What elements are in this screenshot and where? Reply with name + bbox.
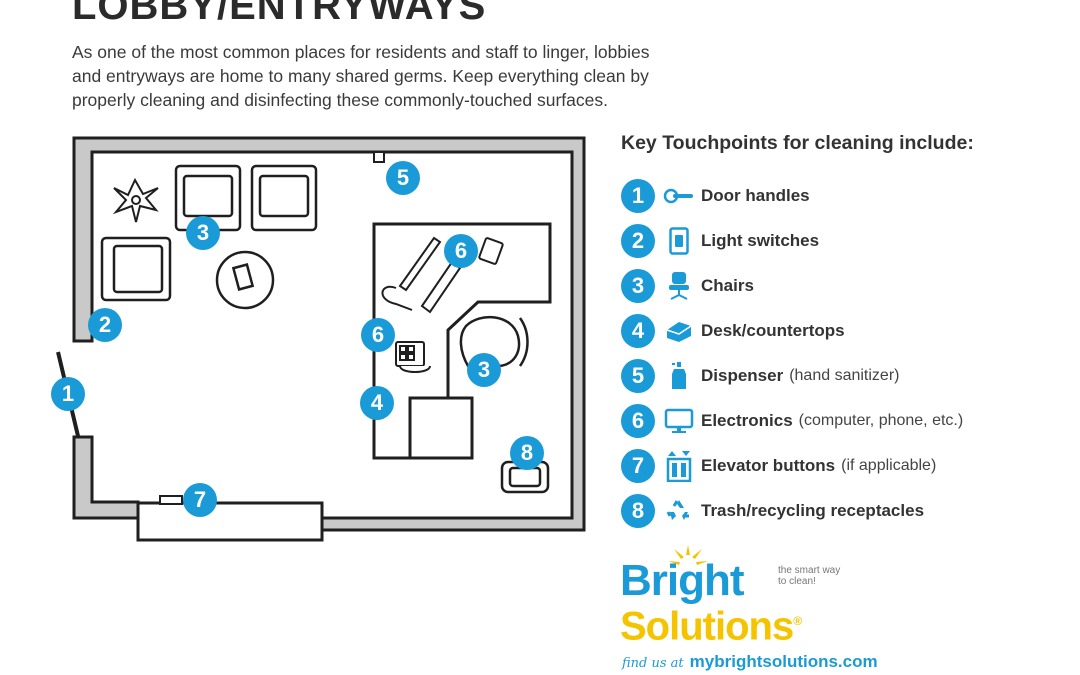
- trash-bin-icon: [500, 460, 550, 494]
- dispenser-icon: [663, 360, 695, 392]
- intro-line: properly cleaning and disinfecting these…: [72, 90, 608, 110]
- key-label: Dispenser: [701, 365, 784, 385]
- countertop-icon: [663, 315, 695, 347]
- plan-marker-electronics: 6: [444, 234, 478, 268]
- floor-plan-diagram: [56, 136, 586, 542]
- elevator-button-plate: [159, 495, 183, 505]
- footer-website[interactable]: find us at mybrightsolutions.com: [622, 652, 878, 672]
- plant-icon: [112, 177, 159, 223]
- light-switch-icon: [663, 225, 695, 257]
- side-table-icon: [215, 250, 275, 310]
- desk-phone-icon: [395, 341, 431, 373]
- website-url[interactable]: mybrightsolutions.com: [689, 652, 878, 671]
- plan-marker-dispenser: 5: [386, 161, 420, 195]
- elevator-panel: [136, 501, 324, 542]
- key-item-elevator-buttons: 7 Elevator buttons (if applicable): [621, 443, 1061, 488]
- key-heading: Key Touchpoints for cleaning include:: [621, 132, 974, 154]
- elevator-icon: [663, 450, 695, 482]
- key-number: 2: [621, 223, 655, 258]
- key-item-desk-countertops: 4 Desk/countertops: [621, 308, 1061, 353]
- armchair-icon: [250, 164, 318, 232]
- key-number: 5: [621, 358, 655, 393]
- key-number: 7: [621, 448, 655, 483]
- monitor-icon: [663, 405, 695, 437]
- logo-word-solutions-text: Solutions: [620, 604, 794, 649]
- intro-line: and entryways are home to many shared ge…: [72, 66, 649, 86]
- key-item-chairs: 3 Chairs: [621, 263, 1061, 308]
- logo-word-solutions: Solutions®: [620, 601, 802, 649]
- key-label: Trash/recycling receptacles: [701, 500, 925, 520]
- key-label: Desk/countertops: [701, 320, 845, 340]
- bright-solutions-logo: Bright Solutions® the smart way to clean…: [620, 545, 920, 649]
- computer-monitor-icon: [381, 236, 504, 314]
- key-number: 1: [621, 178, 655, 213]
- logo-word-bright: Bright: [620, 556, 745, 605]
- logo-tagline: the smart way to clean!: [778, 565, 841, 587]
- intro-paragraph: As one of the most common places for res…: [72, 40, 712, 112]
- page-title: LOBBY/ENTRYWAYS: [72, 0, 487, 28]
- key-number: 4: [621, 313, 655, 348]
- key-item-light-switches: 2 Light switches: [621, 218, 1061, 263]
- key-item-trash-recycling: 8 Trash/recycling receptacles: [621, 488, 1061, 533]
- recycling-icon: [663, 495, 695, 527]
- reception-desk: [372, 222, 552, 460]
- key-label: Electronics: [701, 410, 793, 430]
- key-note: (hand sanitizer): [789, 366, 900, 384]
- plan-marker-trash: 8: [510, 436, 544, 470]
- key-label: Elevator buttons: [701, 455, 836, 475]
- key-number: 6: [621, 403, 655, 438]
- plan-marker-door-handle: 1: [51, 377, 85, 411]
- plan-marker-desk: 4: [360, 386, 394, 420]
- key-note: (if applicable): [841, 456, 937, 474]
- chair-icon: [663, 270, 695, 302]
- plan-marker-electronics: 6: [361, 318, 395, 352]
- key-number: 3: [621, 268, 655, 303]
- find-us-text: find us at: [622, 656, 684, 671]
- key-item-electronics: 6 Electronics (computer, phone, etc.): [621, 398, 1061, 443]
- key-item-door-handles: 1 Door handles: [621, 173, 1061, 218]
- plan-marker-elevator: 7: [183, 483, 217, 517]
- armchair-icon: [100, 236, 172, 302]
- dispenser-mount: [373, 151, 385, 163]
- door-handle-icon: [663, 180, 695, 212]
- intro-line: As one of the most common places for res…: [72, 42, 650, 62]
- key-label: Light switches: [701, 230, 820, 250]
- plan-marker-chair: 3: [186, 216, 220, 250]
- plan-marker-light-switch: 2: [88, 308, 122, 342]
- key-label: Chairs: [701, 275, 754, 295]
- plan-marker-chair: 3: [467, 353, 501, 387]
- registered-mark: ®: [793, 614, 802, 628]
- key-number: 8: [621, 493, 655, 528]
- key-label: Door handles: [701, 185, 810, 205]
- sun-burst-icon: [668, 545, 708, 565]
- key-note: (computer, phone, etc.): [798, 411, 964, 429]
- key-list: 1 Door handles 2 Light switches 3 Chairs…: [621, 173, 1061, 533]
- key-item-dispenser: 5 Dispenser (hand sanitizer): [621, 353, 1061, 398]
